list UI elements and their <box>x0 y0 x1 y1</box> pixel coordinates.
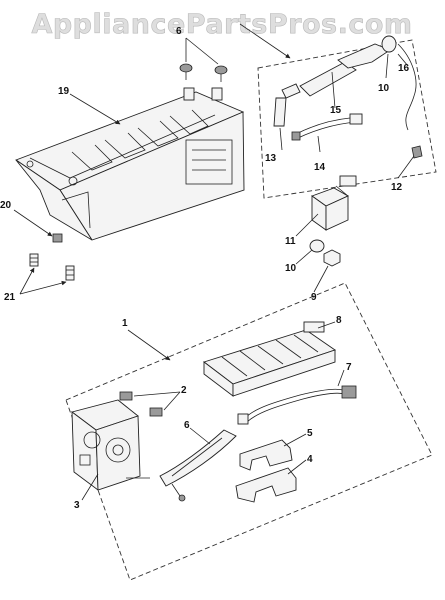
part-19-bucket-housing[interactable] <box>15 87 245 241</box>
callout-4: 4 <box>307 454 313 465</box>
part-6-top-screws[interactable] <box>179 63 228 82</box>
part-15-fill-tube[interactable] <box>299 61 357 97</box>
callout-20: 20 <box>0 200 12 211</box>
callout-16: 16 <box>398 63 410 74</box>
callout-labels: 1 2 3 4 5 6 7 8 9 10 10 11 12 13 14 15 1… <box>0 26 410 511</box>
part-14-harness[interactable] <box>291 113 363 141</box>
part-9-nut[interactable] <box>323 249 341 267</box>
callout-8: 8 <box>336 315 342 326</box>
callout-7: 7 <box>346 362 352 373</box>
part-21-screws[interactable] <box>29 253 75 281</box>
part-6-ejector-arm[interactable] <box>159 429 237 502</box>
leader-lines <box>13 23 415 501</box>
part-4-bracket[interactable] <box>235 467 297 503</box>
callout-1: 1 <box>122 318 128 329</box>
callout-15: 15 <box>330 105 342 116</box>
callout-5: 5 <box>307 428 313 439</box>
part-8-ice-tray[interactable] <box>203 321 336 397</box>
callout-10-lower: 10 <box>285 263 297 274</box>
callout-9: 9 <box>311 292 317 303</box>
callout-6-top: 6 <box>176 26 182 37</box>
callout-3: 3 <box>74 500 80 511</box>
part-2-clip-b[interactable] <box>149 407 163 417</box>
callout-10-top: 10 <box>378 83 390 94</box>
part-15-bracket[interactable] <box>337 43 391 69</box>
part-5-bracket[interactable] <box>239 439 293 471</box>
callout-21: 21 <box>4 292 16 303</box>
icemaker-assembly-box <box>65 282 433 581</box>
callout-2: 2 <box>181 385 187 396</box>
part-7-harness[interactable] <box>237 385 357 425</box>
part-11-water-valve[interactable] <box>311 175 357 231</box>
callout-12: 12 <box>391 182 403 193</box>
part-20-clip[interactable] <box>52 233 63 243</box>
part-3-control-module[interactable] <box>70 399 150 491</box>
callout-19: 19 <box>58 86 70 97</box>
callout-13: 13 <box>265 153 277 164</box>
part-10-lower-grommet[interactable] <box>309 239 325 253</box>
callout-6-bottom: 6 <box>184 420 190 431</box>
ice-route-assembly-box <box>257 39 437 199</box>
part-10-top-grommet[interactable] <box>381 35 397 53</box>
watermark-text: AppliancePartsPros.com <box>31 9 412 40</box>
callout-14: 14 <box>314 162 326 173</box>
part-2-clip-a[interactable] <box>119 391 133 401</box>
part-13-tube[interactable] <box>273 83 301 127</box>
part-12-clip[interactable] <box>411 145 423 159</box>
part-16-cord[interactable] <box>397 43 417 131</box>
callout-11: 11 <box>285 236 296 247</box>
